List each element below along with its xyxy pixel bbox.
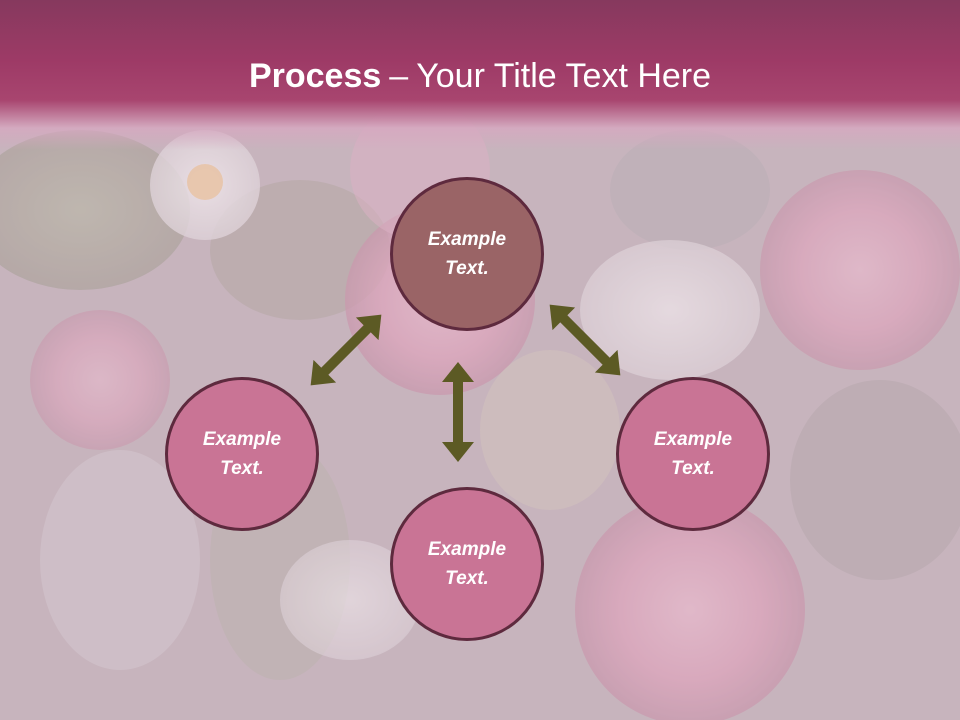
node-bottom-line2: Text. <box>445 568 489 589</box>
node-center-line2: Text. <box>445 258 489 279</box>
title-band <box>0 0 960 150</box>
process-node-left: Example Text. <box>165 377 319 531</box>
process-node-bottom: Example Text. <box>390 487 544 641</box>
process-node-center: Example Text. <box>390 177 544 331</box>
process-node-right: Example Text. <box>616 377 770 531</box>
node-right-line1: Example <box>653 429 733 450</box>
node-left-line1: Example <box>202 429 282 450</box>
node-bottom-line1: Example <box>427 539 507 560</box>
title-bold-part: Process <box>248 57 382 95</box>
slide-title: Process–Your Title Text Here <box>0 52 960 100</box>
title-separator: – <box>389 57 409 95</box>
title-rest: Your Title Text Here <box>416 57 712 95</box>
node-left-line2: Text. <box>220 458 264 479</box>
node-center-line1: Example <box>427 229 507 250</box>
node-right-line2: Text. <box>671 458 715 479</box>
